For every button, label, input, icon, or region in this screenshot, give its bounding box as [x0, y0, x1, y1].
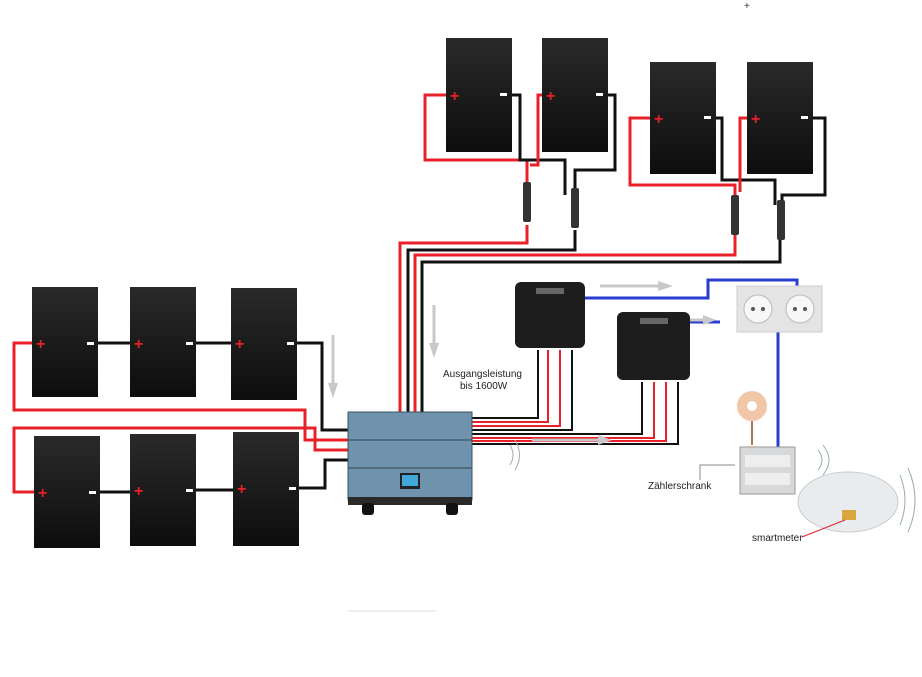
meter-cabinet — [739, 446, 796, 495]
wires-left — [12, 341, 348, 494]
wifi-signal-icon — [509, 439, 520, 471]
svg-text:+: + — [36, 336, 45, 353]
smartmeter-zoom-bubble — [797, 471, 899, 533]
svg-text:+: + — [744, 1, 750, 12]
micro-inverters — [515, 282, 690, 380]
minus-markers — [87, 93, 808, 494]
svg-text:+: + — [38, 485, 47, 502]
output-power-label: Ausgangsleistung — [443, 369, 522, 380]
battery-storage — [347, 411, 473, 515]
svg-text:+: + — [235, 336, 244, 353]
wall-sockets — [736, 285, 823, 333]
meter-cabinet-label: Zählerschrank — [648, 481, 712, 492]
meter-cabinet-pointer — [699, 464, 735, 480]
smartmeter-pointer — [801, 519, 846, 538]
mc4-connectors — [523, 182, 785, 240]
svg-text:+: + — [546, 88, 555, 105]
svg-text:+: + — [237, 481, 246, 498]
smartmeter-label: smartmeter — [752, 533, 803, 544]
svg-text:+: + — [134, 483, 143, 500]
plus-markers: + + + + + + + + + + — [36, 88, 760, 502]
output-power-value: bis 1600W — [460, 381, 508, 392]
svg-text:+: + — [134, 336, 143, 353]
flow-arrows — [328, 281, 716, 445]
wifi-signal-icon — [817, 444, 916, 533]
wires-top — [398, 93, 827, 415]
svg-text:+: + — [751, 111, 760, 128]
svg-text:+: + — [654, 111, 663, 128]
svg-text:+: + — [450, 88, 459, 105]
